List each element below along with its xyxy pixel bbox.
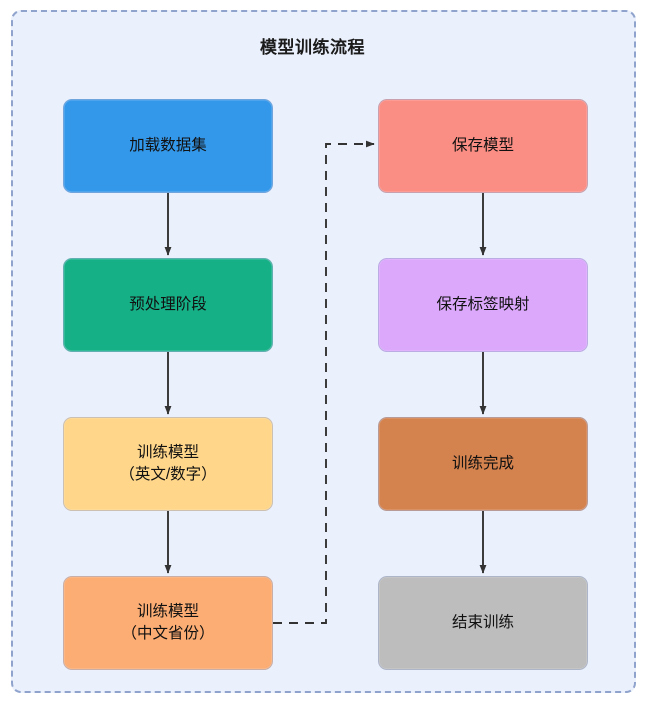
node-train-model-cn-province[interactable]: 训练模型 （中文省份） (63, 576, 273, 670)
node-train-model-en-digit[interactable]: 训练模型 （英文/数字） (63, 417, 273, 511)
node-load-dataset[interactable]: 加载数据集 (63, 99, 273, 193)
node-load-dataset-label-1: 加载数据集 (129, 136, 207, 154)
node-train-model-cn-province-label-1: 训练模型 (136, 602, 199, 620)
node-training-complete-label-1: 训练完成 (451, 454, 514, 472)
diagram-title: 模型训练流程 (260, 38, 365, 57)
node-preprocess-stage-label-1: 预处理阶段 (129, 295, 207, 313)
node-end-training[interactable]: 结束训练 (378, 576, 588, 670)
node-save-label-mapping-label-1: 保存标签映射 (436, 295, 530, 313)
node-save-label-mapping[interactable]: 保存标签映射 (378, 258, 588, 352)
node-training-complete[interactable]: 训练完成 (378, 417, 588, 511)
node-train-model-cn-province-label-2: （中文省份） (121, 625, 215, 642)
node-preprocess-stage[interactable]: 预处理阶段 (63, 258, 273, 352)
node-train-model-en-digit-label-1: 训练模型 (136, 443, 199, 461)
node-end-training-label-1: 结束训练 (451, 613, 514, 631)
node-save-model[interactable]: 保存模型 (378, 99, 588, 193)
node-save-model-label-1: 保存模型 (451, 136, 514, 154)
node-train-model-en-digit-label-2: （英文/数字） (119, 466, 217, 483)
